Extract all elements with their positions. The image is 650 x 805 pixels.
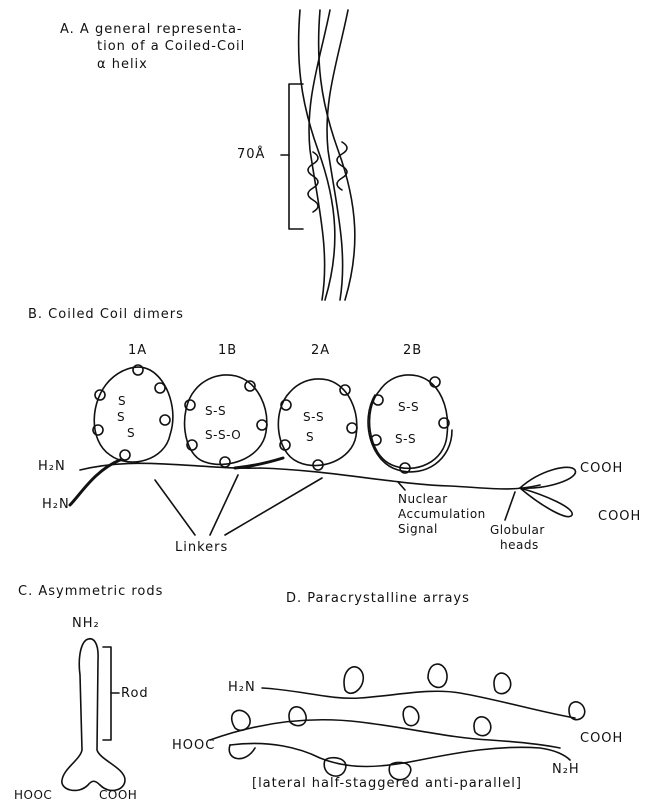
nls-label-line-1: Nuclear: [398, 492, 448, 507]
disulfide-1a-a: S: [118, 394, 126, 409]
terminal-h2n-upper: H₂N: [38, 459, 66, 474]
measure-bracket: [281, 84, 303, 229]
disulfide-1a-b: S: [117, 410, 125, 425]
disulfide-2b-b: S-S: [395, 432, 416, 447]
nls-label-line-3: Signal: [398, 522, 438, 537]
disulfide-1a-c: S: [127, 426, 135, 441]
array-caption: [lateral half-staggered anti-parallel]: [252, 776, 522, 791]
domain-2b-blob: [368, 375, 452, 473]
domain-label-1b: 1B: [218, 343, 237, 358]
heads-label-line-1: Globular: [490, 523, 545, 538]
disulfide-2a-b: S: [306, 430, 314, 445]
terminal-cooh-lower: COOH: [598, 509, 641, 524]
rod-bottom-hooc: HOOC: [14, 788, 52, 803]
panel-a-title-line-2: tion of a Coiled-Coil: [97, 39, 245, 54]
rod-label: Rod: [121, 686, 149, 701]
domain-label-2b: 2B: [403, 343, 422, 358]
rod-top-nh2: NH₂: [72, 616, 100, 631]
domain-1b-blob: [185, 375, 267, 467]
terminal-cooh-upper: COOH: [580, 461, 623, 476]
panel-a-title-line-3: α helix: [97, 57, 148, 72]
nls-label-line-2: Accumulation: [398, 507, 486, 522]
array-strand-middle: [210, 707, 560, 748]
heads-label-line-2: heads: [500, 538, 539, 553]
disulfide-2b-a: S-S: [398, 400, 419, 415]
heads-pointer-line: [505, 492, 515, 520]
panel-c-title: C. Asymmetric rods: [18, 584, 163, 599]
panel-b-title: B. Coiled Coil dimers: [28, 307, 184, 322]
panel-a-title-line-1: A. A general representa-: [60, 22, 243, 37]
terminal-h2n-lower: H₂N: [42, 497, 70, 512]
disulfide-1b-a: S-S: [205, 404, 226, 419]
asymmetric-rod: [62, 639, 125, 791]
measure-label: 70Å: [237, 147, 265, 162]
domain-1a-blob: [93, 365, 173, 462]
array-strand-top: [262, 664, 585, 720]
domain-label-1a: 1A: [128, 343, 147, 358]
globular-heads: [520, 467, 576, 516]
panel-d-title: D. Paracrystalline arrays: [286, 591, 470, 606]
rod-bottom-cooh: COOH: [99, 788, 137, 803]
array-h2n: H₂N: [228, 680, 256, 695]
linkers-label: Linkers: [175, 540, 228, 555]
nls-pointer-line: [398, 482, 405, 490]
array-strand-bottom: [229, 743, 570, 779]
array-cooh: COOH: [580, 731, 623, 746]
linker-pointer-lines: [155, 475, 322, 535]
disulfide-2a-a: S-S: [303, 410, 324, 425]
disulfide-1b-b: S-S-O: [205, 428, 241, 443]
array-hooc: HOOC: [172, 738, 215, 753]
coiled-coil-helix: [299, 10, 355, 300]
array-n2h: N₂H: [552, 762, 580, 777]
rod-bracket: [103, 647, 119, 740]
alpha-helix-squiggles: [308, 142, 347, 212]
domain-label-2a: 2A: [311, 343, 330, 358]
